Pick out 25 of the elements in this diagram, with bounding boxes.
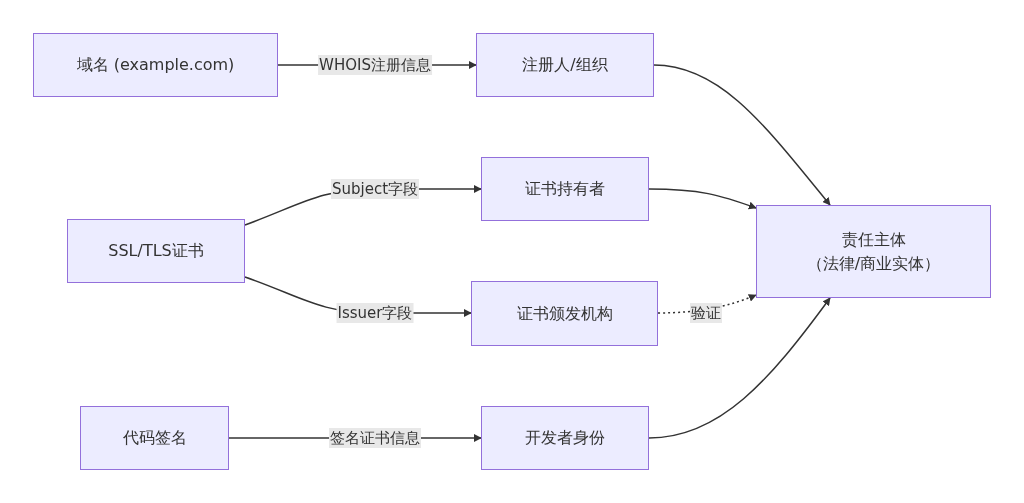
edge-label: Issuer字段 <box>336 303 414 323</box>
edge-label: 签名证书信息 <box>329 428 421 448</box>
edge-label: WHOIS注册信息 <box>318 55 432 75</box>
node-label: （法律/商业实体） <box>806 252 941 275</box>
node-label: 证书颁发机构 <box>516 302 613 325</box>
edge-label: Subject字段 <box>330 179 420 199</box>
node-label: SSL/TLS证书 <box>108 240 204 262</box>
node-label: 域名 (example.com) <box>76 54 235 76</box>
process-box <box>80 406 229 470</box>
process-box <box>481 157 649 221</box>
process-box <box>476 33 654 97</box>
arrow <box>648 297 831 439</box>
node-label: 注册人/组织 <box>522 54 608 76</box>
process-box <box>67 219 245 283</box>
process-box <box>471 281 658 346</box>
node-label: 证书持有者 <box>525 178 605 200</box>
arrow <box>653 64 831 206</box>
process-box <box>33 33 278 97</box>
node-label: 责任主体 <box>841 228 906 251</box>
edge-label: 验证 <box>690 303 722 323</box>
arrow <box>648 188 757 210</box>
process-box <box>481 406 649 470</box>
node-label: 开发者身份 <box>525 427 605 449</box>
node-label: 代码签名 <box>122 427 187 449</box>
process-box <box>756 205 991 298</box>
